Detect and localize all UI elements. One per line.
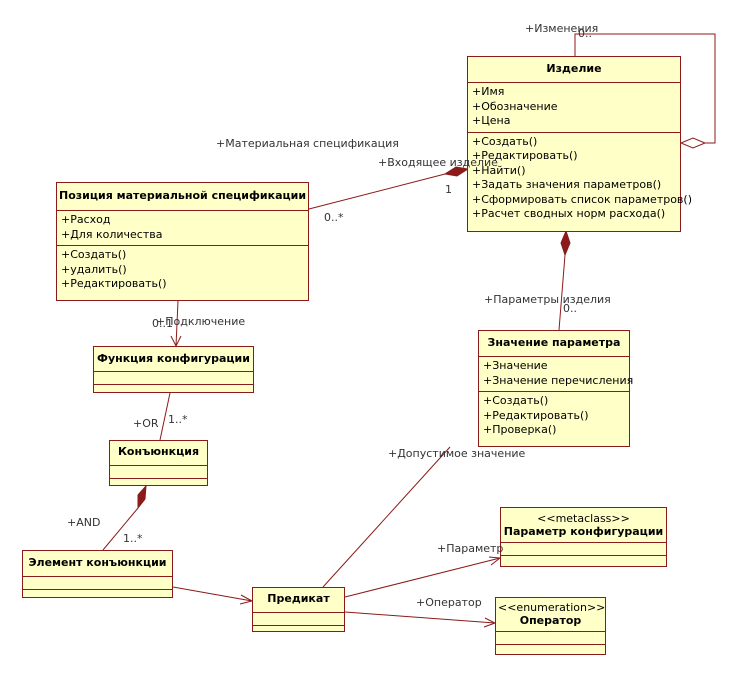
operations-section	[501, 556, 666, 568]
attribute: +Значение	[483, 359, 548, 372]
operations-section: +Создать() +удалить() +Редактировать()	[57, 246, 308, 300]
class-name: Элемент конъюнкции	[23, 551, 172, 577]
multiplicity-label: 0..	[563, 302, 577, 315]
attributes-section	[496, 632, 605, 645]
aggregation-diamond	[679, 137, 707, 149]
class-name-text: Оператор	[519, 614, 582, 627]
self-association-line	[574, 33, 716, 144]
operation: +Создать()	[472, 134, 538, 148]
composition-diamond	[443, 166, 470, 177]
class-name: <<metaclass>> Параметр конфигурации	[501, 508, 666, 543]
composition-diamond	[137, 484, 147, 510]
role-label-izmeneniya: +Изменения	[525, 22, 599, 35]
class-predikat[interactable]: Предикат	[252, 587, 345, 632]
association-line-element-predikat	[172, 586, 253, 602]
attribute: +Расход	[61, 213, 111, 226]
attributes-section: +Расход +Для количества	[57, 211, 308, 246]
class-operator[interactable]: <<enumeration>> Оператор	[495, 597, 606, 655]
class-parametr[interactable]: <<metaclass>> Параметр конфигурации	[500, 507, 667, 567]
attributes-section	[94, 372, 253, 385]
class-izdelie[interactable]: Изделие +Имя +Обозначение +Цена +Создать…	[467, 56, 692, 232]
attributes-section	[253, 613, 344, 626]
class-funktsiya[interactable]: Функция конфигурации	[93, 346, 254, 393]
composition-line-konyunktsiya-element	[102, 507, 139, 551]
operations-section: +Создать() +Редактировать() +Проверка()	[479, 392, 629, 446]
attribute: +Имя	[472, 85, 505, 98]
role-label-operator: +Оператор	[416, 596, 482, 609]
composition-line-izdelie-pozitsiya	[308, 173, 446, 210]
operation: +удалить()	[61, 262, 127, 276]
attributes-section	[110, 466, 207, 479]
operation: +Редактировать()	[483, 408, 589, 422]
association-line-funktsiya-konyunktsiya	[159, 392, 171, 441]
class-name: <<enumeration>> Оператор	[496, 598, 605, 632]
operations-section	[23, 590, 172, 602]
operation: +Создать()	[61, 248, 127, 261]
operation: +Расчет сводных норм расхода()	[472, 207, 666, 220]
association-line-predikat-operator	[344, 611, 496, 624]
operation: +Найти()	[472, 163, 526, 177]
operations-section	[94, 385, 253, 397]
class-pozitsiya[interactable]: Позиция материальной спецификации +Расхо…	[56, 182, 309, 301]
attribute: +Обозначение	[472, 99, 558, 113]
operations-section	[496, 645, 605, 657]
operations-section: +Создать() +Редактировать() +Найти() +За…	[468, 133, 692, 232]
multiplicity-label: 1..*	[123, 532, 143, 545]
connection-line-pozitsiya-funktsiya	[175, 300, 179, 347]
operation: +Задать значения параметров()	[472, 178, 662, 191]
attribute: +Для количества	[61, 227, 163, 241]
attribute: +Значение перечисления	[483, 373, 634, 387]
multiplicity-label: 0..	[578, 27, 592, 40]
role-label-parametry-izdeliya: +Параметры изделия	[484, 293, 611, 306]
attributes-section: +Имя +Обозначение +Цена	[468, 83, 680, 133]
attributes-section	[23, 577, 172, 590]
stereotype-label: <<metaclass>>	[537, 512, 630, 525]
operations-section	[110, 479, 207, 491]
class-name-text: Параметр конфигурации	[503, 525, 664, 538]
class-name: Предикат	[253, 588, 344, 613]
composition-line-izdelie-znachenie	[558, 254, 566, 331]
role-label-dopustimoe: +Допустимое значение	[388, 447, 526, 460]
operation: +Редактировать()	[61, 277, 167, 290]
attributes-section	[501, 543, 666, 556]
role-label-mat-spec: +Материальная спецификация	[216, 137, 399, 150]
multiplicity-label: 1..*	[168, 413, 188, 426]
class-konyunktsiya[interactable]: Конъюнкция	[109, 440, 208, 486]
role-label-podklyuchenie: +Подключение	[156, 315, 246, 328]
class-znachenie[interactable]: Значение параметра +Значение +Значение п…	[478, 330, 634, 447]
class-name: Значение параметра	[479, 331, 629, 357]
multiplicity-label: 1	[445, 183, 452, 196]
composition-diamond	[560, 229, 571, 257]
arrow-head	[488, 556, 502, 566]
class-name: Позиция материальной спецификации	[57, 183, 308, 211]
class-element[interactable]: Элемент конъюнкции	[22, 550, 173, 598]
operation: +Сформировать список параметров()	[472, 192, 692, 206]
attribute: +Цена	[472, 114, 511, 127]
attributes-section: +Значение +Значение перечисления	[479, 357, 634, 392]
multiplicity-label: 0..1	[152, 317, 173, 330]
operation: +Проверка()	[483, 423, 557, 436]
operation: +Редактировать()	[472, 149, 578, 162]
association-line-znachenie-predikat	[322, 446, 451, 588]
class-name: Изделие	[468, 57, 680, 83]
class-name: Конъюнкция	[110, 441, 207, 466]
operation: +Создать()	[483, 394, 549, 407]
stereotype-label: <<enumeration>>	[498, 601, 606, 614]
association-line-predikat-parametr	[344, 557, 501, 598]
multiplicity-label: 0..*	[324, 211, 344, 224]
role-label-and: +AND	[67, 516, 101, 529]
role-label-vhodyashee: +Входящее изделие	[378, 156, 498, 169]
role-label-parametr: +Параметр	[437, 542, 504, 555]
operations-section	[253, 626, 344, 638]
role-label-or: +OR	[133, 417, 159, 430]
class-name: Функция конфигурации	[94, 347, 253, 372]
